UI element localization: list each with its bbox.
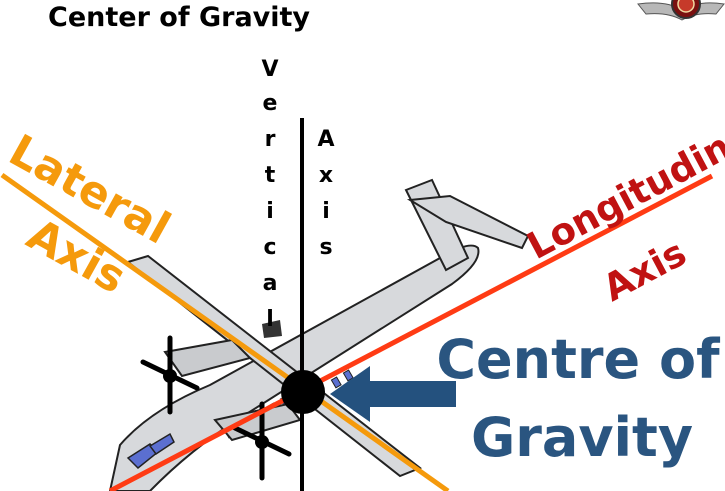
vertical-letter: i <box>266 199 274 224</box>
cg-marker <box>281 370 325 414</box>
axis-letter: i <box>322 199 330 224</box>
lateral-axis-line <box>0 172 450 491</box>
page-title: Center of Gravity <box>48 2 311 33</box>
vertical-letter: e <box>263 91 278 116</box>
vertical-letter: a <box>263 271 278 296</box>
centre-of-gravity-label: Centre of Gravity <box>436 328 720 469</box>
vertical-letter: c <box>263 235 276 260</box>
wings-badge-icon <box>637 0 725 21</box>
vertical-axis-label: V e r t i c a l A x i s <box>261 57 334 332</box>
cog-label-line1: Centre of <box>436 328 720 391</box>
longitudinal-label-line2: Axis <box>596 231 693 310</box>
cog-label-line2: Gravity <box>471 406 693 469</box>
vertical-letter: t <box>265 163 276 188</box>
longitudinal-axis-label: Longitudinal Axis <box>520 107 725 310</box>
vertical-letter: r <box>265 127 276 152</box>
axis-letter: A <box>317 127 334 152</box>
axis-letter: s <box>319 235 332 260</box>
longitudinal-axis-line <box>108 173 714 491</box>
axis-letter: x <box>319 163 333 188</box>
vertical-letter: l <box>266 307 274 332</box>
vertical-letter: V <box>261 57 278 82</box>
arrow-left-icon <box>330 366 456 422</box>
